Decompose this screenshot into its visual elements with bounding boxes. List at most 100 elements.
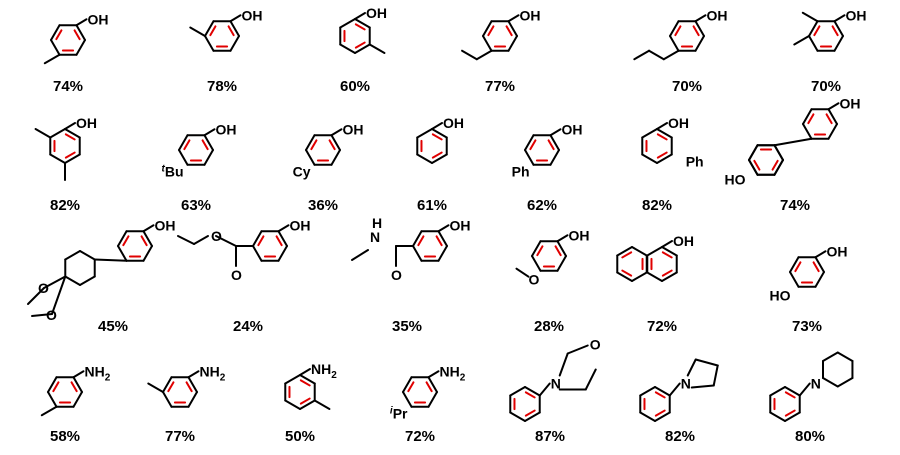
ring-bond [531, 255, 542, 272]
aromatic-double-bond [621, 251, 633, 259]
aromatic-double-bond [70, 381, 78, 393]
atom-label: OH [827, 243, 848, 259]
methyl-bond [147, 382, 164, 393]
substituent-bond [556, 234, 569, 243]
ring-bond [117, 230, 128, 247]
yield-label: 50% [285, 428, 315, 445]
ring-bond [47, 376, 58, 393]
aromatic-double-bond [209, 25, 217, 37]
aromatic-double-bond [654, 391, 666, 399]
bond [566, 344, 589, 355]
ring-bond [142, 230, 153, 247]
bond [712, 364, 719, 387]
methyl-bond [313, 399, 331, 410]
yield-label: 77% [165, 428, 195, 445]
aromatic-double-bond [674, 25, 682, 37]
ring-bond [639, 411, 656, 422]
atom-label: OH [216, 121, 237, 137]
ring-bond [631, 246, 648, 257]
ring-bond [427, 391, 438, 408]
ring-bond [827, 108, 838, 125]
aromatic-double-bond [417, 235, 425, 247]
ring-bond [748, 144, 759, 161]
atom-label: OH [668, 115, 689, 131]
ring-bond [669, 20, 680, 37]
ring-bond [549, 149, 560, 166]
ring-bond [50, 39, 61, 56]
ring-bond [330, 134, 341, 151]
ring-bond [187, 376, 198, 393]
atom-label: NH2 [440, 363, 466, 383]
piperidine-bond [836, 351, 854, 362]
oxygen-label: O [46, 307, 57, 323]
ester-bond [215, 235, 237, 247]
ring-bond [64, 153, 81, 164]
nitrogen-label: N [551, 376, 561, 392]
ring-bond [654, 411, 671, 422]
ring-bond [416, 128, 433, 139]
hydroxy-label: HO [725, 172, 746, 188]
aromatic-double-bond [656, 151, 668, 159]
atom-label: OH [155, 217, 176, 233]
aromatic-double-bond [753, 159, 761, 171]
ring-bond [79, 275, 96, 286]
ring-bond [789, 271, 800, 288]
ring-bond [416, 153, 433, 164]
ring-bond [299, 399, 316, 410]
substituent-bond [475, 49, 493, 61]
atom-label: OH [88, 11, 109, 27]
substituent-bond [507, 14, 520, 23]
substituent-bond [330, 128, 343, 137]
ring-bond [252, 245, 263, 262]
aromatic-double-bond [275, 235, 283, 247]
yield-label: 82% [50, 197, 80, 214]
bond [584, 368, 597, 391]
ring-bond [47, 391, 58, 408]
yield-label: 82% [642, 197, 672, 214]
ring-bond [827, 123, 838, 140]
ring-bond [72, 391, 83, 408]
substituent-bond [277, 224, 290, 233]
ring-bond [482, 20, 493, 37]
methyl-bond [368, 43, 386, 54]
yield-label: 80% [795, 428, 825, 445]
aromatic-double-bond [831, 25, 839, 37]
aromatic-double-bond [310, 139, 318, 151]
aromatic-double-bond [529, 139, 537, 151]
cyclohexyl-label: Cy [293, 164, 311, 180]
aromatic-double-bond [431, 133, 443, 141]
ring-bond [784, 411, 801, 422]
substituent-bond [34, 128, 52, 139]
methyl-bond [40, 405, 58, 417]
piperidine-bond [822, 351, 839, 362]
atom-label: NH2 [85, 363, 111, 383]
aromatic-double-bond [524, 391, 536, 399]
hydroxy-label: HO [770, 288, 791, 304]
substituent-bond [187, 370, 200, 379]
substituent-bond [648, 49, 665, 61]
ring-bond [524, 149, 535, 166]
ring-bond [49, 128, 66, 139]
nitrogen-label: N [370, 229, 380, 245]
yield-label: 60% [340, 78, 370, 95]
ring-bond [284, 399, 301, 410]
yield-label: 74% [53, 78, 83, 95]
ring-bond [402, 376, 413, 393]
ring-bond [277, 245, 288, 262]
ring-bond [402, 391, 413, 408]
ring-bond [305, 149, 316, 166]
aromatic-double-bond [431, 151, 443, 159]
atom-label: OH [562, 121, 583, 137]
ring-bond [773, 144, 784, 161]
substituent-bond [431, 122, 443, 130]
substituent-bond [694, 14, 707, 23]
substituent-bond [354, 12, 366, 20]
yield-labels: 74% 78% 60% 77% 70% 70% 82% 63% 36% 61% … [50, 78, 841, 445]
ring-bond [524, 134, 535, 151]
aromatic-double-bond [487, 25, 495, 37]
aromatic-double-bond [661, 269, 673, 277]
aromatic-double-bond [825, 113, 833, 125]
aromatic-double-bond [407, 381, 415, 393]
substituent-bond [437, 224, 450, 233]
ring-bond [556, 255, 567, 272]
